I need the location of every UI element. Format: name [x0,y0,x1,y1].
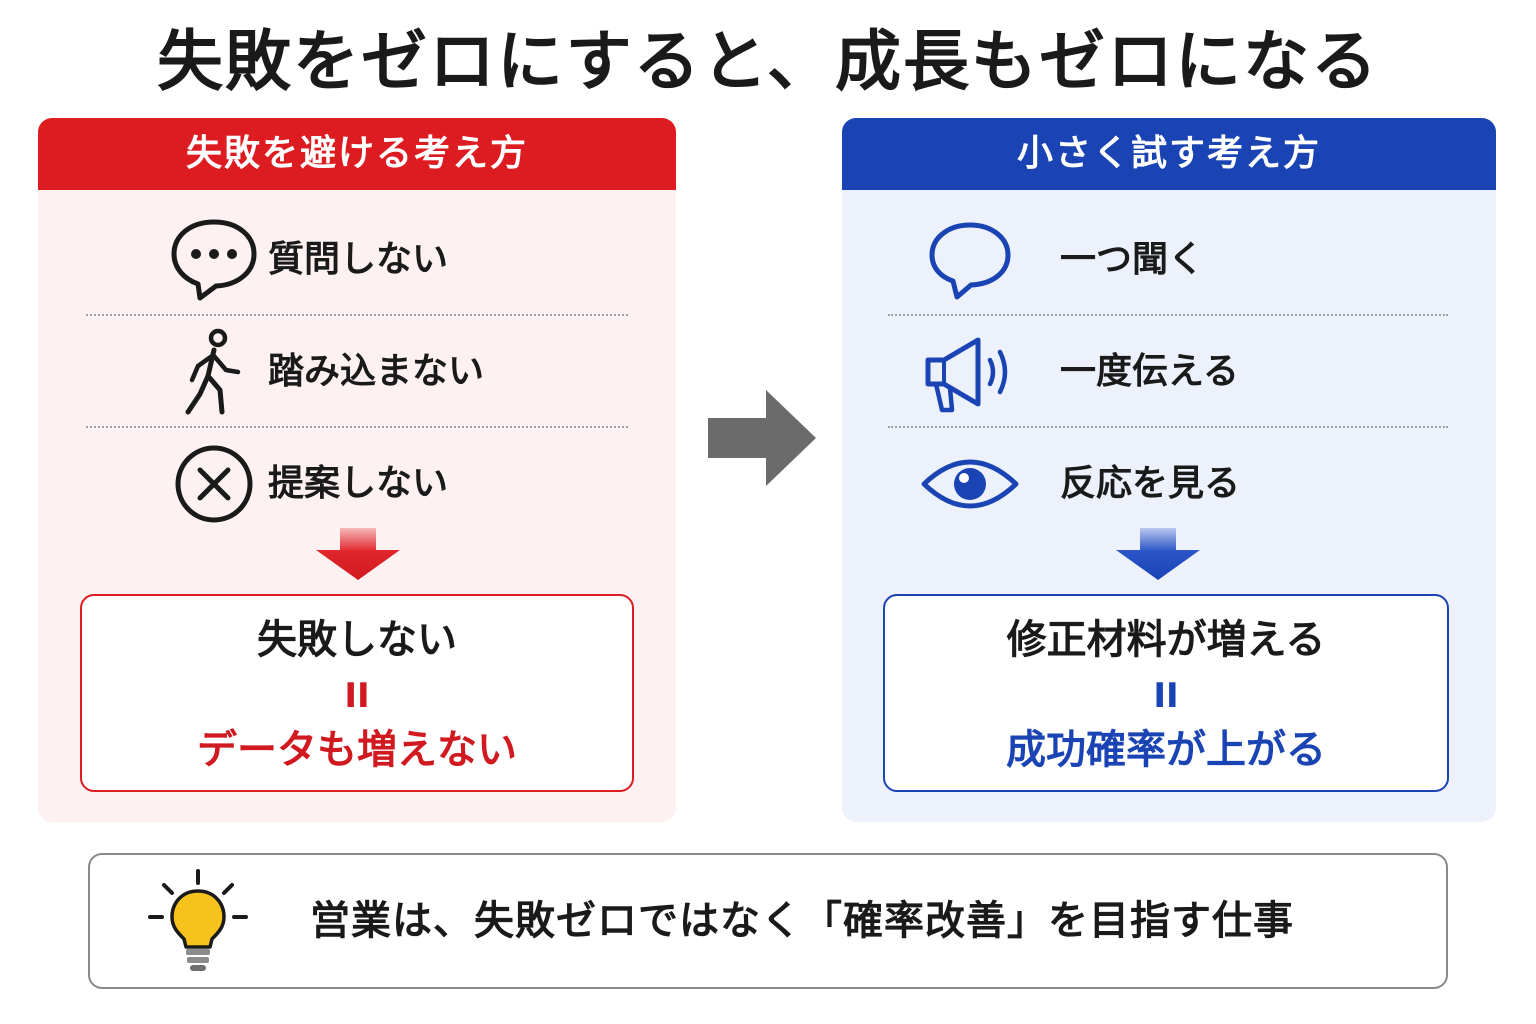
avoid-failure-header: 失敗を避ける考え方 [38,118,676,190]
result-bottom-text: データも増えない [197,727,517,773]
takeaway-text: 営業は、失敗ゼロではなく「確率改善」を目指す仕事 [310,898,1294,944]
avoid-failure-panel: 失敗を避ける考え方 質問しない 踏み込まない [38,118,676,822]
list-item: 踏み込まない [38,316,676,428]
speech-bubble-icon [914,204,1026,316]
down-arrow-icon [1116,528,1200,580]
down-arrow-icon [316,528,400,580]
divider [86,426,628,428]
right-arrow-icon [708,390,816,486]
page-title: 失敗をゼロにすると、成長もゼロになる [156,23,1380,100]
list-item: 提案しない [38,428,676,540]
item-label: 提案しない [268,463,449,504]
takeaway-box: 営業は、失敗ゼロではなく「確率改善」を目指す仕事 [88,853,1448,989]
walking-person-icon [158,316,270,428]
divider [86,314,628,316]
result-box: 修正材料が増える II 成功確率が上がる [883,594,1449,792]
item-label: 一度伝える [1060,351,1239,392]
item-label: 質問しない [268,239,449,280]
lightbulb-icon [148,869,248,971]
divider [888,426,1448,428]
list-item: 反応を見る [842,428,1496,540]
speech-bubble-dots-icon [158,204,270,316]
eye-icon [914,428,1026,540]
list-item: 質問しない [38,204,676,316]
small-trial-header: 小さく試す考え方 [842,118,1496,190]
result-bottom-text: 成功確率が上がる [1006,727,1326,773]
list-item: 一度伝える [842,316,1496,428]
equals-sign: II [344,676,370,716]
megaphone-icon [914,316,1026,428]
item-label: 一つ聞く [1060,239,1205,280]
item-label: 反応を見る [1060,463,1241,504]
result-top-text: 失敗しない [257,617,457,663]
item-label: 踏み込まない [268,351,485,392]
result-box: 失敗しない II データも増えない [80,594,634,792]
small-trial-panel: 小さく試す考え方 一つ聞く 一度伝える [842,118,1496,822]
x-circle-icon [158,428,270,540]
list-item: 一つ聞く [842,204,1496,316]
equals-sign: II [1153,676,1179,716]
result-top-text: 修正材料が増える [1006,617,1326,663]
divider [888,314,1448,316]
